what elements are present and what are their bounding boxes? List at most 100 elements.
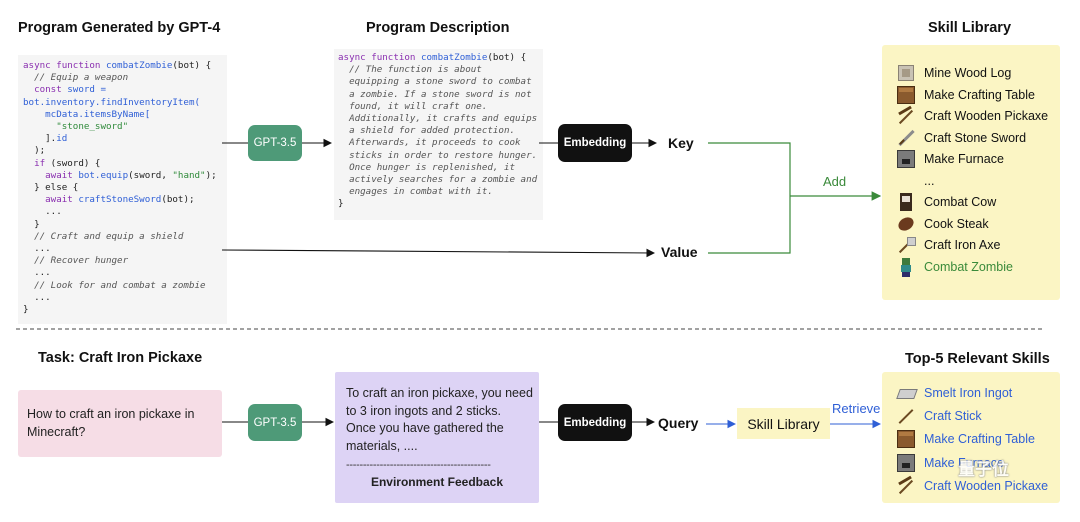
code-token: // The function is about <box>338 64 482 76</box>
code-line: engages in combat with it. <box>338 186 543 198</box>
code-token: // Equip a weapon <box>23 72 129 84</box>
key-label: Key <box>668 135 694 151</box>
code-line: } <box>23 219 227 231</box>
code-token: (bot) { <box>172 60 212 71</box>
skill-label: ... <box>924 173 935 188</box>
code-token: const <box>23 84 68 96</box>
skill-item: Craft Wooden Pickaxe <box>896 475 1049 496</box>
skill-item: Mine Wood Log <box>896 63 1011 83</box>
code-token: Additionally, it crafts and equips <box>338 113 538 125</box>
add-label: Add <box>823 174 847 189</box>
zombie-icon <box>896 257 916 277</box>
skill-label: Make Furnace <box>924 152 1004 166</box>
question-text: How to craft an iron pickaxe in Minecraf… <box>27 407 195 439</box>
code-line: ... <box>23 243 227 255</box>
code-token: async function <box>23 60 106 71</box>
code-line: Afterwards, it proceeds to cook <box>338 137 543 149</box>
embedding-node-top: Embedding <box>558 124 632 162</box>
code-token: // Look for and combat a zombie <box>23 279 206 291</box>
code-token: (sword, <box>128 169 173 181</box>
retrieve-label: Retrieve <box>832 401 881 416</box>
skill-label: Craft Stick <box>924 409 982 424</box>
heading-description: Program Description <box>366 20 510 36</box>
code-line: } <box>23 304 227 316</box>
code-line: const sword = <box>23 84 227 96</box>
heading-top5: Top-5 Relevant Skills <box>905 351 1050 367</box>
code-token: } else { <box>23 182 79 194</box>
watermark: 量子位 <box>958 460 1009 479</box>
code-line: await bot.equip(sword, "hand"); <box>23 170 227 182</box>
skill-label: Combat Zombie <box>924 259 1013 274</box>
code-token: Once hunger is replenished, it <box>338 161 516 173</box>
code-token: ... <box>23 291 51 303</box>
code-token: bot.equip <box>78 169 129 181</box>
skill-item: Make Crafting Table <box>896 429 1035 449</box>
top-arrows <box>221 138 882 258</box>
bottom-arrows <box>222 417 882 429</box>
code-token: Afterwards, it proceeds to cook <box>338 137 521 149</box>
code-token: bot.inventory.findInventoryItem( <box>23 96 201 108</box>
code-line: mcData.itemsByName[ <box>23 109 227 121</box>
code-line: } <box>338 198 543 210</box>
code-token: craftStoneSword <box>78 194 162 206</box>
skill-item: Make Crafting Table <box>896 85 1035 105</box>
code-line: a shield for added protection. <box>338 125 543 137</box>
code-line: // The function is about <box>338 64 543 76</box>
heading-task: Task: Craft Iron Pickaxe <box>38 350 203 366</box>
program-description-block: async function combatZombie(bot) { // Th… <box>334 49 543 220</box>
environment-feedback-label: Environment Feedback <box>370 475 504 489</box>
skill-label: Cook Steak <box>924 216 989 231</box>
skill-item: Combat Cow <box>896 192 996 212</box>
code-token: a zombie. If a stone sword is not <box>338 88 532 100</box>
code-token: sword = <box>67 84 106 96</box>
furnace-icon <box>896 453 916 473</box>
code-line: async function combatZombie(bot) { <box>23 60 227 72</box>
code-token: combatZombie <box>105 60 173 71</box>
code-line: await craftStoneSword(bot); <box>23 194 227 206</box>
code-line: async function combatZombie(bot) { <box>338 52 543 64</box>
gpt35-node-bottom: GPT-3.5 <box>248 404 302 441</box>
skill-label: Mine Wood Log <box>924 66 1012 80</box>
code-line: ].id <box>23 133 227 145</box>
code-token: engages in combat with it. <box>338 186 493 198</box>
skill-label: Craft Stone Sword <box>924 130 1027 145</box>
pickaxe-icon <box>896 475 916 496</box>
cow-icon <box>896 192 916 212</box>
skill-item: Craft Stone Sword <box>896 128 1026 148</box>
code-token: found, it will craft one. <box>338 100 488 112</box>
code-token: mcData.itemsByName[ <box>23 108 151 120</box>
code-token: "hand" <box>172 169 206 181</box>
skill-label: Make Crafting Table <box>924 432 1035 447</box>
code-line: found, it will craft one. <box>338 101 543 113</box>
code-line: sticks in order to restore hunger. <box>338 150 543 162</box>
embedding-node-bottom: Embedding <box>558 404 632 441</box>
code-line: a zombie. If a stone sword is not <box>338 89 543 101</box>
code-token: } <box>23 218 40 230</box>
iron-ingot-icon <box>896 383 918 403</box>
skill-item: Craft Wooden Pickaxe <box>896 105 1048 126</box>
code-line: ... <box>23 267 227 279</box>
question-box: How to craft an iron pickaxe in Minecraf… <box>18 390 222 457</box>
program-code-block: async function combatZombie(bot) { // Eq… <box>18 55 227 324</box>
code-token: a shield for added protection. <box>338 125 516 137</box>
code-line: // Look for and combat a zombie <box>23 280 227 292</box>
skill-label: Make Crafting Table <box>924 87 1035 102</box>
code-token: actively searches for a zombie and <box>338 174 538 186</box>
code-token: } <box>23 304 29 316</box>
furnace-icon <box>896 149 916 169</box>
answer-text: To craft an iron pickaxe, you need to 3 … <box>346 386 533 453</box>
skill-item: ... <box>896 171 934 191</box>
code-line: // Equip a weapon <box>23 72 227 84</box>
code-line: ); <box>23 145 227 157</box>
code-line: equipping a stone sword to combat <box>338 76 543 88</box>
skill-item: Make Furnace <box>896 149 1004 169</box>
code-line: } else { <box>23 182 227 194</box>
stick-icon <box>896 406 916 426</box>
code-line: ... <box>23 292 227 304</box>
skill-label: Craft Wooden Pickaxe <box>924 478 1049 493</box>
code-token: ... <box>23 206 62 218</box>
heading-program: Program Generated by GPT-4 <box>18 20 221 36</box>
code-token: await <box>23 194 79 206</box>
